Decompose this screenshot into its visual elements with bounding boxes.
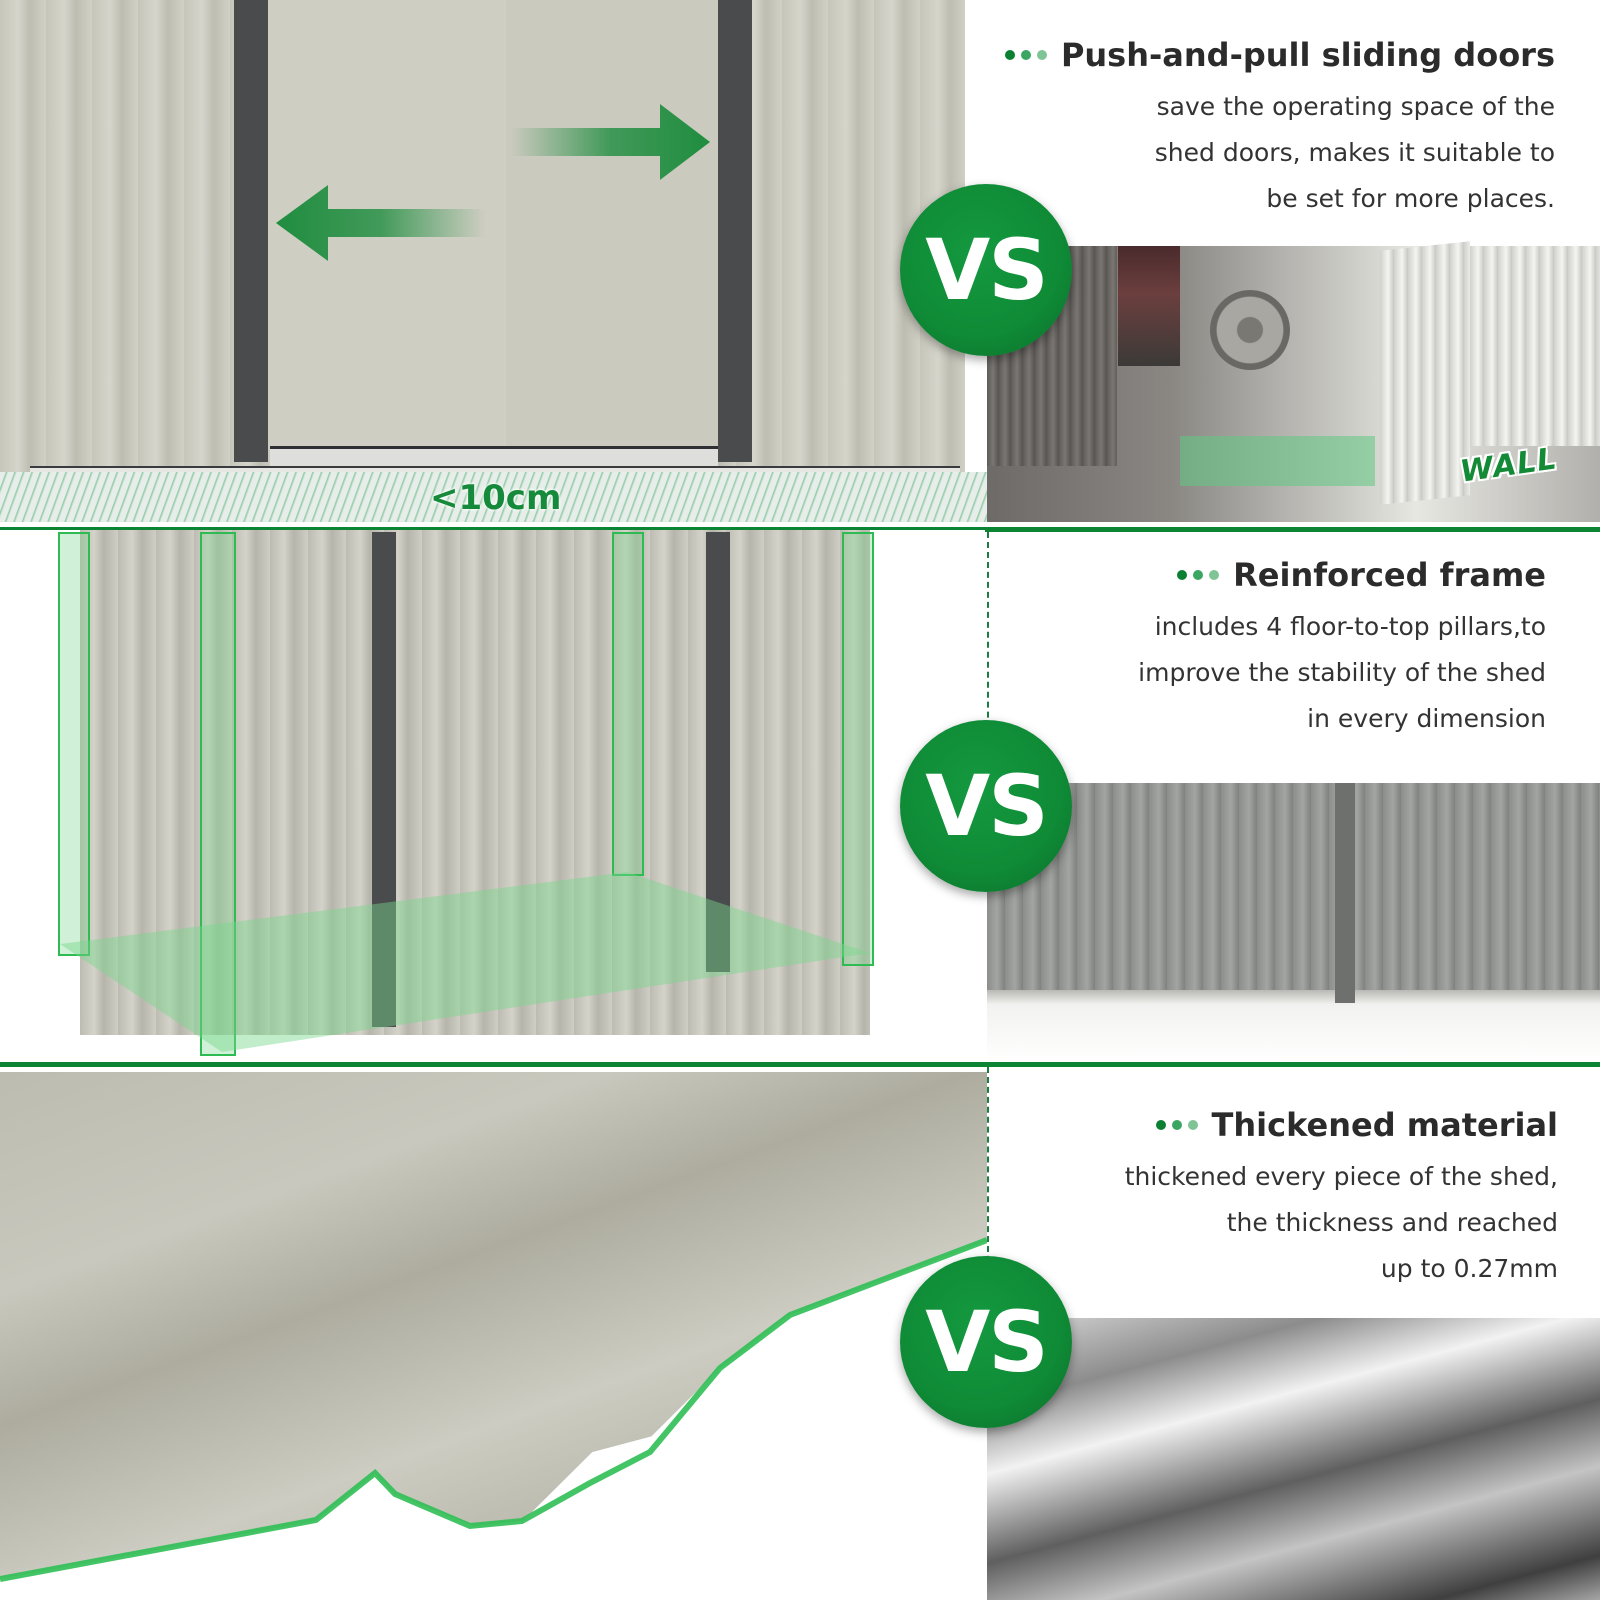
feature-desc-line: be set for more places.	[1266, 184, 1555, 213]
bullet-dots-icon	[1155, 1120, 1198, 1130]
photo-door-sweep-area	[1180, 436, 1375, 486]
door-rail-left	[372, 532, 396, 1027]
thin-panel-comparison-photo	[987, 1318, 1600, 1600]
panel-edge-highlight	[0, 1237, 987, 1582]
photo-mower	[1118, 246, 1180, 366]
section-divider	[0, 527, 1600, 532]
bullet-dots-icon	[1004, 50, 1047, 60]
photo-shed-side	[1470, 246, 1600, 446]
feature-desc-line: the thickness and reached	[1226, 1208, 1558, 1237]
photo-wheel	[1210, 290, 1290, 370]
photo-open-door	[1380, 241, 1470, 505]
feature-desc-line: in every dimension	[1307, 704, 1546, 733]
vs-badge: VS	[900, 1256, 1072, 1428]
frame-shed-image	[80, 530, 870, 1035]
arrow-left-icon	[276, 185, 486, 261]
door-rail-right	[718, 0, 752, 462]
photo-corner-post	[1335, 783, 1355, 1003]
vs-badge: VS	[900, 184, 1072, 356]
feature-title: Thickened material	[1211, 1106, 1558, 1144]
ground-hatch	[0, 472, 987, 522]
door-rail-right	[706, 532, 730, 972]
feature-desc-line: includes 4 floor-to-top pillars,to	[1154, 612, 1546, 641]
feature-title: Push-and-pull sliding doors	[1060, 36, 1555, 74]
door-panel-right	[506, 0, 718, 450]
pillar-front-right	[842, 532, 874, 966]
feature-title-row: Thickened material	[1125, 1106, 1558, 1144]
arrow-right-icon	[510, 104, 710, 180]
feature-desc-line: improve the stability of the shed	[1138, 658, 1546, 687]
feature-desc-line: save the operating space of the	[1156, 92, 1555, 121]
pillar-back-right	[612, 532, 644, 876]
door-rail-left	[234, 0, 268, 462]
pillar-back-left	[58, 532, 90, 956]
shed-base-rail	[30, 466, 960, 476]
feature-title-row: Reinforced frame	[1138, 556, 1546, 594]
section-divider	[0, 1062, 1600, 1067]
feature-thickened-material: Thickened material thickened every piece…	[1125, 1106, 1558, 1292]
feature-sliding-doors: Push-and-pull sliding doors save the ope…	[1004, 36, 1555, 222]
feature-desc-line: up to 0.27mm	[1380, 1254, 1558, 1283]
photo-floor	[987, 990, 1600, 1063]
feature-desc-line: thickened every piece of the shed,	[1124, 1162, 1558, 1191]
bullet-dots-icon	[1177, 570, 1220, 580]
gap-measurement-label: <10cm	[430, 478, 562, 518]
feature-reinforced-frame: Reinforced frame includes 4 floor-to-top…	[1138, 556, 1546, 742]
feature-title: Reinforced frame	[1233, 556, 1546, 594]
feature-title-row: Push-and-pull sliding doors	[1004, 36, 1555, 74]
pillar-front-left	[200, 532, 236, 1056]
feature-desc-line: shed doors, makes it suitable to	[1154, 138, 1555, 167]
vs-badge: VS	[900, 720, 1072, 892]
